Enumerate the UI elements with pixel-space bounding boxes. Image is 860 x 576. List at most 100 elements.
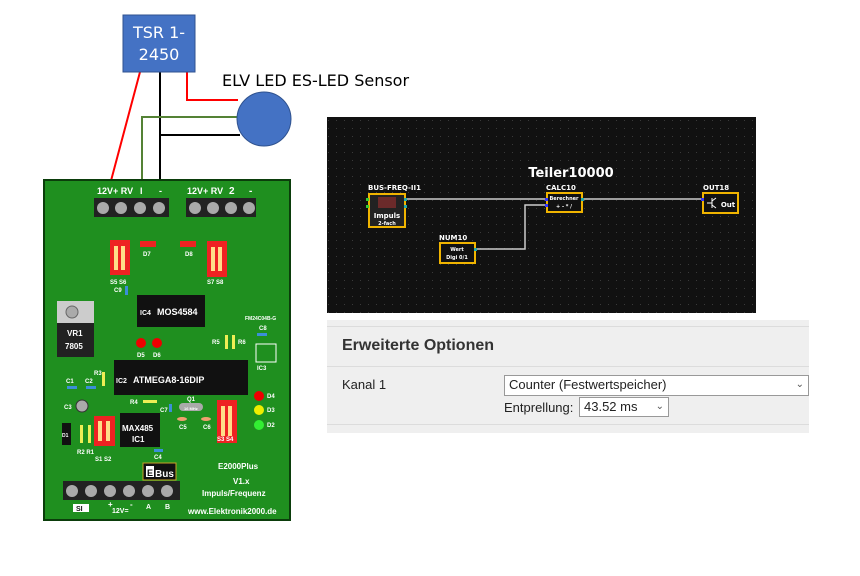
svg-text:Out: Out (721, 201, 736, 209)
label-c9: C9 (114, 288, 122, 294)
label-ic3: IC3 (257, 366, 267, 372)
ebus-logo: E Bus (142, 462, 177, 481)
bt-minus: - (130, 500, 133, 509)
green-wire-sensor (141, 116, 238, 200)
svg-text:OUT18: OUT18 (703, 184, 729, 192)
label-d4: D4 (267, 394, 275, 400)
impulse-icon (378, 197, 396, 208)
connections (405, 198, 703, 250)
label-d5: D5 (137, 353, 145, 359)
board-version: V1.x (233, 477, 250, 486)
ic1-ref: IC1 (132, 435, 145, 444)
divider (327, 366, 809, 367)
label-r6: R6 (238, 340, 246, 346)
label-c3: C3 (64, 405, 72, 411)
bottom-terminal-block (63, 481, 180, 500)
svg-text:Wert: Wert (450, 247, 464, 253)
red-wire-tsr-to-sensor (186, 72, 238, 101)
diode-d1 (62, 423, 71, 445)
wires (107, 71, 240, 200)
ic1-name: MAX485 (122, 424, 154, 433)
ic1-chip (120, 413, 160, 447)
diode-d8 (180, 241, 196, 247)
t1-power-label: 12V+ RV (97, 186, 133, 196)
tsr-box: TSR 1- 2450 (122, 14, 196, 73)
label-d7: D7 (143, 252, 151, 258)
ic4-ref: IC4 (140, 310, 151, 317)
dip-switch-s7s8 (207, 241, 227, 277)
terminal-block-1: 12V+ RV I - (94, 186, 169, 217)
chevron-down-icon: ⌄ (655, 401, 664, 412)
label-c2: C2 (85, 379, 93, 385)
svg-text:CALC10: CALC10 (546, 184, 576, 192)
vr1-label: VR1 (67, 329, 83, 338)
debounce-value: 43.52 ms (584, 399, 638, 414)
transistor-icon (707, 197, 717, 209)
svg-text:Impuls: Impuls (374, 212, 400, 220)
mode-value: Counter (Festwertspeicher) (509, 377, 667, 392)
dip-switch-s1s2 (94, 416, 115, 446)
pcb-board: 12V+ RV I - 12V+ RV 2 - S5 S6 S7 S8 D7 D… (43, 179, 291, 521)
vr1-body (57, 323, 94, 357)
svg-text:BUS-FREQ-II1: BUS-FREQ-II1 (368, 184, 421, 192)
capacitor-c9 (125, 286, 128, 295)
debounce-label: Entprellung: (504, 400, 574, 415)
label-d8: D8 (185, 252, 193, 258)
logic-editor-canvas[interactable]: Teiler10000 BUS-FREQ-II1 Impuls 2-fach C… (327, 117, 756, 313)
diode-d7 (140, 241, 156, 247)
label-c7: C7 (160, 408, 168, 414)
ic2-chip (114, 360, 248, 395)
led-d2 (254, 420, 264, 430)
options-title: Erweiterte Optionen (342, 337, 495, 354)
crystal-q1 (179, 403, 203, 411)
block-bus-freq-ii1[interactable]: BUS-FREQ-II1 Impuls 2-fach (366, 184, 421, 228)
svg-text:E: E (147, 468, 153, 478)
t2-minus-label: - (249, 186, 252, 197)
bt-plus: + (108, 500, 113, 509)
ic3-chip (255, 343, 277, 363)
bt-si: SI (76, 506, 83, 513)
led-d4 (254, 391, 264, 401)
svg-text:2-fach: 2-fach (378, 221, 396, 227)
label-d2: D2 (267, 423, 275, 429)
board-type: Impuls/Frequenz (202, 489, 266, 498)
label-s1s2: S1 S2 (95, 457, 112, 463)
label-r2r1: R2 R1 (77, 450, 95, 456)
t1-minus-label: - (159, 186, 162, 196)
svg-text:NUM10: NUM10 (439, 234, 467, 242)
led-d6 (152, 338, 162, 348)
block-num10[interactable]: NUM10 Wert Digi 0/1 (439, 234, 477, 264)
logic-title: Teiler10000 (528, 166, 613, 181)
svg-text:Bus: Bus (155, 469, 174, 480)
t2-in-label: 2 (229, 186, 235, 197)
svg-text:+ - * /: + - * / (556, 204, 572, 210)
label-r3: R3 (94, 371, 102, 377)
divider (327, 326, 809, 327)
block-out18[interactable]: OUT18 Out (701, 184, 739, 214)
board-model: E2000Plus (218, 462, 259, 471)
label-c5: C5 (179, 425, 187, 431)
label-s7s8: S7 S8 (207, 280, 224, 286)
vr1-type: 7805 (65, 342, 83, 351)
bt-a: A (146, 504, 151, 511)
label-r5: R5 (212, 340, 220, 346)
mode-select[interactable]: Counter (Festwertspeicher) ⌄ (504, 375, 809, 396)
block-calc10[interactable]: CALC10 Berechner + - * / (545, 184, 584, 213)
label-c6: C6 (203, 425, 211, 431)
ic2-name: ATMEGA8-16DIP (133, 375, 204, 385)
board-url: www.Elektronik2000.de (187, 507, 277, 516)
chevron-down-icon: ⌄ (795, 379, 804, 390)
label-r4: R4 (130, 400, 138, 406)
options-panel: Erweiterte Optionen Kanal 1 Counter (Fes… (327, 320, 809, 433)
label-d6: D6 (153, 353, 161, 359)
label-d3: D3 (267, 408, 275, 414)
dip-switch-s5s6 (110, 240, 130, 275)
debounce-select[interactable]: 43.52 ms ⌄ (579, 397, 669, 417)
ic2-ref: IC2 (116, 378, 127, 385)
ic4-name: MOS4584 (157, 307, 198, 317)
dip-switch-s3s4 (217, 400, 237, 443)
label-q1: Q1 (187, 397, 196, 403)
sensor-label: ELV LED ES-LED Sensor (222, 71, 409, 90)
bt-b: B (165, 504, 170, 511)
led-d3 (254, 405, 264, 415)
